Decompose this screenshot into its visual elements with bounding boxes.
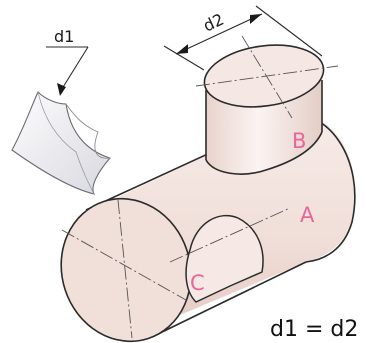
branch-c (169, 207, 291, 303)
d2-dimension (163, 5, 323, 71)
d1-leader (46, 46, 89, 96)
d1-label: d1 (54, 27, 74, 46)
part-b-label: B (292, 129, 306, 153)
cylinder-b (195, 35, 339, 175)
part-c-label: C (190, 271, 205, 295)
d2-label: d2 (200, 10, 226, 36)
part-a-label: A (300, 203, 315, 227)
developed-sheet (11, 91, 111, 195)
equation-label: d1 = d2 (270, 317, 358, 342)
cylinder-a-end-face (60, 197, 192, 343)
